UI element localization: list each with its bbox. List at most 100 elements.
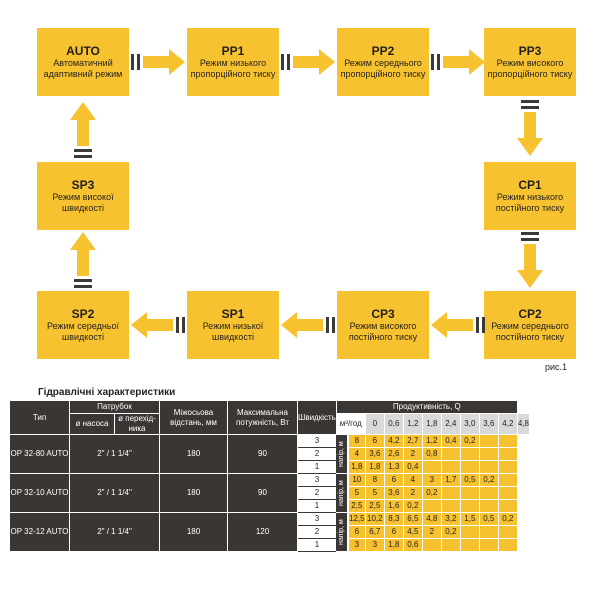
head-value: 10: [347, 473, 366, 487]
head-value: [440, 486, 461, 500]
head-value: 3,6: [383, 486, 404, 500]
axis-distance: 180: [159, 434, 228, 474]
mode-desc: Режим високої швидкості: [52, 192, 114, 213]
head-value: [497, 499, 518, 513]
head-value: 1,8: [347, 460, 366, 474]
head-value: 2,6: [383, 447, 404, 461]
head-value: 3: [421, 473, 442, 487]
head-value: [459, 447, 480, 461]
mode-code: AUTO: [66, 44, 100, 58]
head-value: [421, 538, 442, 552]
switch-bars: [176, 317, 185, 333]
mode-code: SP3: [71, 178, 95, 192]
connector-sp2-sp3: [70, 232, 96, 288]
q-unit: м³/год: [335, 413, 366, 435]
head-value: [497, 460, 518, 474]
mode-box-pp2: PP2 Режим середнього пропорційного тиску: [337, 28, 429, 96]
arrow-up-icon: [70, 102, 96, 146]
head-value: 4,5: [402, 525, 423, 539]
arrow-left-icon: [281, 312, 323, 338]
head-value: 2: [402, 486, 423, 500]
head-value: 4: [402, 473, 423, 487]
head-value: [459, 460, 480, 474]
header-type: Тип: [9, 400, 70, 435]
head-value: 1,8: [383, 538, 404, 552]
header-adapter-diameter: ø перехід-ника: [114, 413, 160, 435]
arrow-left-icon: [431, 312, 473, 338]
head-value: 8: [347, 434, 366, 448]
head-value: 0,6: [402, 538, 423, 552]
speed-value: 3: [297, 434, 337, 448]
switch-bars: [521, 232, 539, 241]
header-axis-distance: Міжосьова відстань, мм: [159, 400, 228, 435]
mode-code: PP2: [371, 44, 395, 58]
head-value: 1,8: [364, 460, 385, 474]
q-value: 1,2: [402, 413, 423, 435]
head-value: [421, 460, 442, 474]
head-value: 3: [364, 538, 385, 552]
head-value: 2,5: [364, 499, 385, 513]
head-value: [459, 486, 480, 500]
mode-box-sp3: SP3 Режим високої швидкості: [37, 162, 129, 230]
arrow-right-icon: [143, 49, 185, 75]
mode-desc: Режим низької швидкості: [202, 321, 264, 342]
head-value: [497, 447, 518, 461]
table-title: Гідравлічні характеристики: [38, 387, 176, 398]
head-value: [478, 460, 499, 474]
head-value: 4,8: [421, 512, 442, 526]
arrow-right-icon: [293, 49, 335, 75]
head-value: 3,6: [364, 447, 385, 461]
max-power: 120: [227, 512, 298, 552]
speed-value: 3: [297, 512, 337, 526]
mode-box-cp2: CP2 Режим середнього постійного тиску: [484, 291, 576, 359]
speed-value: 2: [297, 525, 337, 539]
mode-code: CP2: [518, 307, 542, 321]
head-value: 1,3: [383, 460, 404, 474]
head-value: 5: [364, 486, 385, 500]
max-power: 90: [227, 473, 298, 513]
mode-desc: Режим високого постійного тиску: [348, 321, 418, 342]
head-value: [440, 538, 461, 552]
head-value: 2,5: [347, 499, 366, 513]
head-value: 0,2: [478, 473, 499, 487]
mode-box-pp1: PP1 Режим низького пропорційного тиску: [187, 28, 279, 96]
speed-value: 1: [297, 538, 337, 552]
pump-type: OP 32-12 AUTO: [9, 512, 70, 552]
mode-desc: Режим середнього постійного тиску: [491, 321, 569, 342]
mode-desc: Режим високого пропорційного тиску: [487, 58, 573, 79]
head-value: 2: [421, 525, 442, 539]
head-value: 1,2: [421, 434, 442, 448]
head-value: 0,2: [497, 512, 518, 526]
mode-code: PP3: [518, 44, 542, 58]
mode-box-auto: AUTO Автоматичний адаптивний режим: [37, 28, 129, 96]
header-productivity: Продуктивність, Q: [335, 400, 518, 414]
switch-bars: [326, 317, 335, 333]
head-value: 6: [364, 434, 385, 448]
q-value: 0: [364, 413, 385, 435]
head-value: 1,6: [383, 499, 404, 513]
head-value: 0,2: [421, 486, 442, 500]
connector-pp1-pp2: [281, 49, 335, 75]
speed-value: 1: [297, 499, 337, 513]
axis-distance: 180: [159, 512, 228, 552]
head-value: [459, 538, 480, 552]
head-value: 0,4: [402, 460, 423, 474]
head-value: [421, 499, 442, 513]
head-value: 12,5: [347, 512, 366, 526]
head-value: 1,7: [440, 473, 461, 487]
head-value: 6: [347, 525, 366, 539]
head-value: [478, 486, 499, 500]
pump-type: OP 32-10 AUTO: [9, 473, 70, 513]
head-value: 0,5: [459, 473, 480, 487]
head-value: [478, 499, 499, 513]
head-value: 0,2: [459, 434, 480, 448]
mode-box-sp2: SP2 Режим середньої швидкості: [37, 291, 129, 359]
